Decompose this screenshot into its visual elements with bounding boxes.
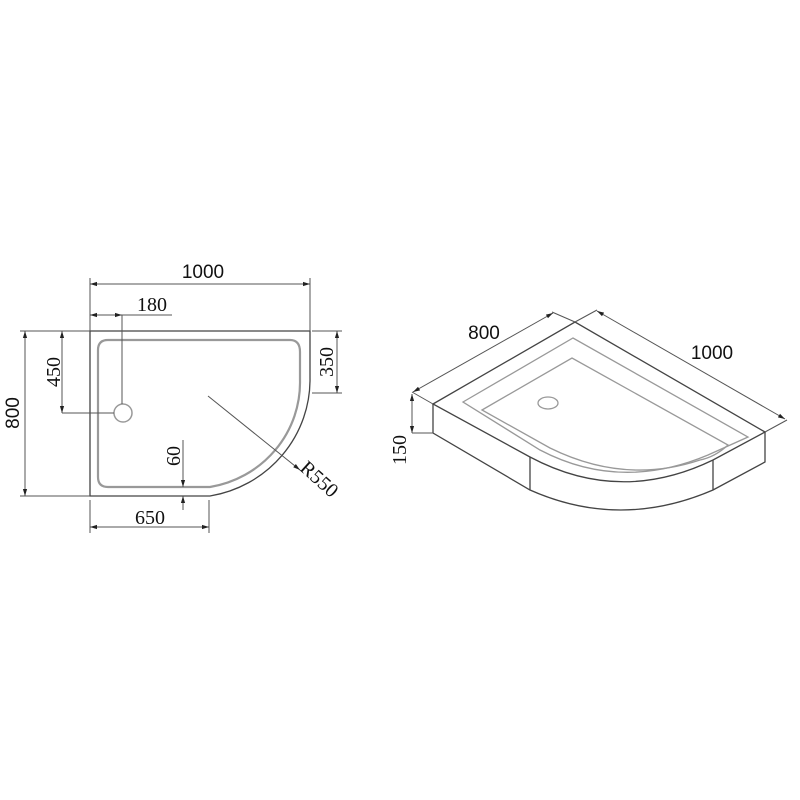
dim-depth: 800	[3, 397, 24, 429]
plan-view: 1000 180 450 800 350 60 650 R550	[3, 262, 342, 533]
dim-straight-side: 350	[316, 347, 338, 377]
rim-inner	[461, 337, 750, 473]
drain-icon	[537, 396, 559, 410]
dim-drain-x: 180	[137, 294, 167, 316]
basin	[480, 357, 730, 471]
dim-straight-front: 650	[135, 507, 165, 529]
iso-dim-depth: 800	[468, 323, 500, 344]
basin-outline	[96, 338, 302, 489]
drain-icon	[113, 403, 133, 423]
iso-dim-height: 150	[389, 435, 411, 465]
iso-dim-width: 1000	[691, 343, 733, 364]
dim-rim: 60	[163, 446, 185, 466]
dim-radius: R550	[296, 457, 343, 502]
tray-outline	[89, 330, 311, 497]
dim-drain-y: 450	[43, 357, 65, 387]
side-faces	[432, 404, 766, 511]
iso-view: 800 1000 150	[389, 309, 788, 511]
dim-width: 1000	[182, 262, 224, 283]
